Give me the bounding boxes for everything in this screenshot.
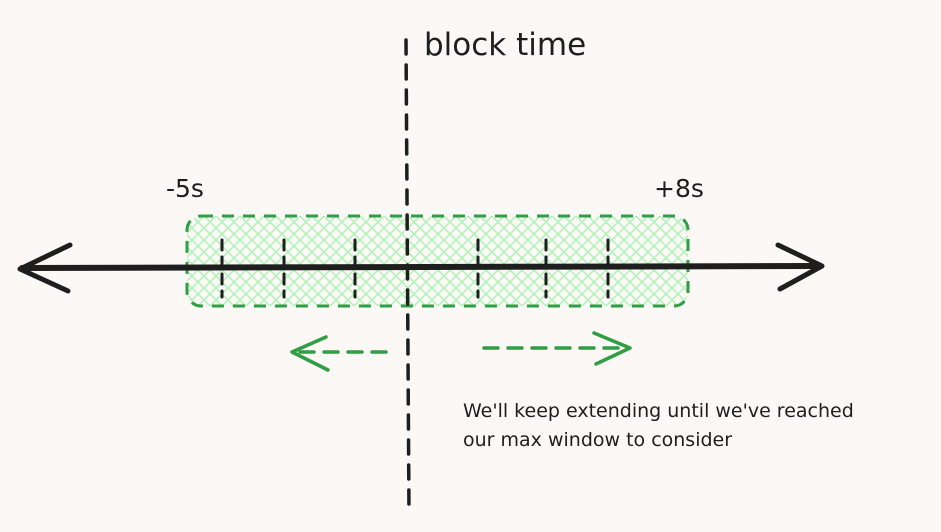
timeline-right-arrowhead xyxy=(775,242,825,292)
timeline-axis xyxy=(19,263,823,271)
note-line-1: We'll keep extending until we've reached xyxy=(463,400,854,422)
extend-right-arrow xyxy=(482,331,632,366)
time-window-region xyxy=(185,214,690,308)
timeline-left-arrowhead xyxy=(17,242,73,294)
left-offset-label: -5s xyxy=(166,174,204,203)
note-line-2: our max window to consider xyxy=(463,429,732,451)
block-time-label: block time xyxy=(424,27,586,63)
block-time-marker xyxy=(404,38,411,516)
extend-left-arrow xyxy=(290,335,388,372)
right-offset-label: +8s xyxy=(654,174,704,203)
